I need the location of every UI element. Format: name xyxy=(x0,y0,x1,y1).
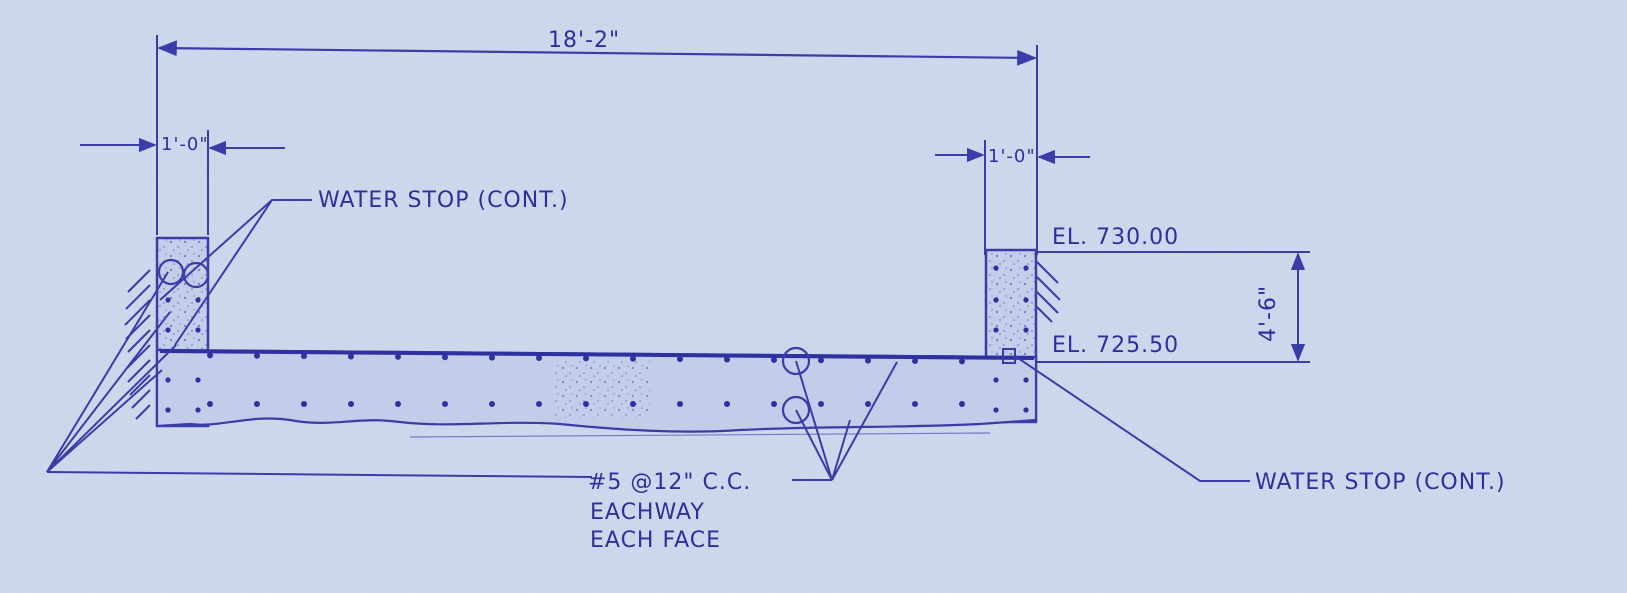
slab-bottom-rebar xyxy=(959,401,965,407)
slab-top-rebar xyxy=(536,355,542,362)
wall-rebar-dot xyxy=(195,377,201,383)
slab-bottom-rebar xyxy=(442,401,448,407)
slab-top-rebar xyxy=(301,353,307,360)
water-stop-right-label: WATER STOP (CONT.) xyxy=(1255,470,1506,495)
slab-top-rebar xyxy=(348,353,354,360)
slab-bottom-rebar xyxy=(536,401,542,407)
water-stop-left-circles xyxy=(157,258,210,289)
slab-top-rebar xyxy=(254,352,260,359)
slab-top-rebar xyxy=(818,357,824,364)
wall-rebar-dot xyxy=(993,377,999,383)
wall-rebar-dot xyxy=(165,327,171,333)
slab-top-rebar xyxy=(207,352,213,359)
wall-rebar-dot xyxy=(993,297,999,303)
wall-rebar-dot xyxy=(1023,377,1029,383)
earth-hatch-left xyxy=(124,269,151,420)
rebar-callout-line2: EACHWAY xyxy=(590,500,705,525)
slab-bottom-rebar xyxy=(583,401,589,407)
slab-bottom-rebar xyxy=(818,401,824,407)
leader-lines xyxy=(46,199,1250,482)
slab-bottom-rebar xyxy=(254,401,260,407)
wall-rebar-dot xyxy=(165,407,171,413)
slab-center-patch xyxy=(555,360,650,418)
slab-top-rebar xyxy=(959,358,965,365)
elevation-top-label: EL. 730.00 xyxy=(1052,225,1179,250)
slab-bottom-rebar xyxy=(489,401,495,407)
slab-bottom-rebar xyxy=(677,401,683,407)
slab-bottom-rebar xyxy=(301,401,307,407)
rebar-callout-line1: #5 @12" C.C. xyxy=(588,470,751,495)
wall-rebar-dot xyxy=(195,327,201,333)
slab-top-rebar xyxy=(724,356,730,363)
overall-width-label: 18'-2" xyxy=(548,28,620,53)
left-wall-thickness-label: 1'-0" xyxy=(161,134,209,155)
slab-top-rebar xyxy=(395,353,401,360)
left-wall-dimension: 1'-0" xyxy=(80,130,285,235)
slab-top-bar xyxy=(159,349,1035,360)
wall-rebar-dot xyxy=(1023,265,1029,271)
wall-rebar-dot xyxy=(993,327,999,333)
slab-bottom-rebar xyxy=(724,401,730,407)
overall-dimension: 18'-2" xyxy=(156,28,1038,255)
slab-top-rebar xyxy=(912,358,918,365)
slab-top-rebar xyxy=(583,355,589,362)
slab-bottom-rebar xyxy=(348,401,354,407)
slab-bottom-rebar xyxy=(771,401,777,407)
detail-circles xyxy=(781,346,811,425)
slab-bottom-rebar xyxy=(395,401,401,407)
slab-top-rebar xyxy=(442,354,448,361)
slab-bottom-rebar xyxy=(912,401,918,407)
earth-hatch-right xyxy=(1036,261,1061,323)
wall-rebar-dot xyxy=(993,265,999,271)
rebar-callout-line3: EACH FACE xyxy=(590,528,721,553)
wall-height-label: 4'-6" xyxy=(1256,285,1281,342)
slab-top-rebar xyxy=(677,356,683,363)
wall-rebar-dot xyxy=(165,297,171,303)
wall-rebar-dot xyxy=(195,407,201,413)
elevation-dimension: EL. 730.00 EL. 725.50 4'-6" xyxy=(1037,225,1310,363)
wall-rebar-dot xyxy=(1023,297,1029,303)
right-wall-thickness-label: 1'-0" xyxy=(988,146,1036,167)
slab-bottom-rebar xyxy=(207,401,213,407)
wall-rebar-dot xyxy=(165,377,171,383)
slab-top-rebar xyxy=(489,354,495,361)
slab-top-rebar xyxy=(630,355,636,362)
slab-bottom-rebar xyxy=(630,401,636,407)
wall-rebar xyxy=(165,265,1029,413)
right-wall-dimension: 1'-0" xyxy=(935,140,1090,255)
subgrade-line xyxy=(409,432,991,438)
slab-top-rebar xyxy=(865,357,871,364)
wall-rebar-dot xyxy=(195,297,201,303)
slab-rebar xyxy=(207,352,965,407)
wall-rebar-dot xyxy=(993,407,999,413)
elevation-bottom-label: EL. 725.50 xyxy=(1052,333,1179,358)
wall-rebar-dot xyxy=(1023,327,1029,333)
wall-rebar-dot xyxy=(1023,407,1029,413)
slab-bottom-rebar xyxy=(865,401,871,407)
water-stop-left-label: WATER STOP (CONT.) xyxy=(318,188,569,213)
slab-top-rebar xyxy=(771,356,777,363)
